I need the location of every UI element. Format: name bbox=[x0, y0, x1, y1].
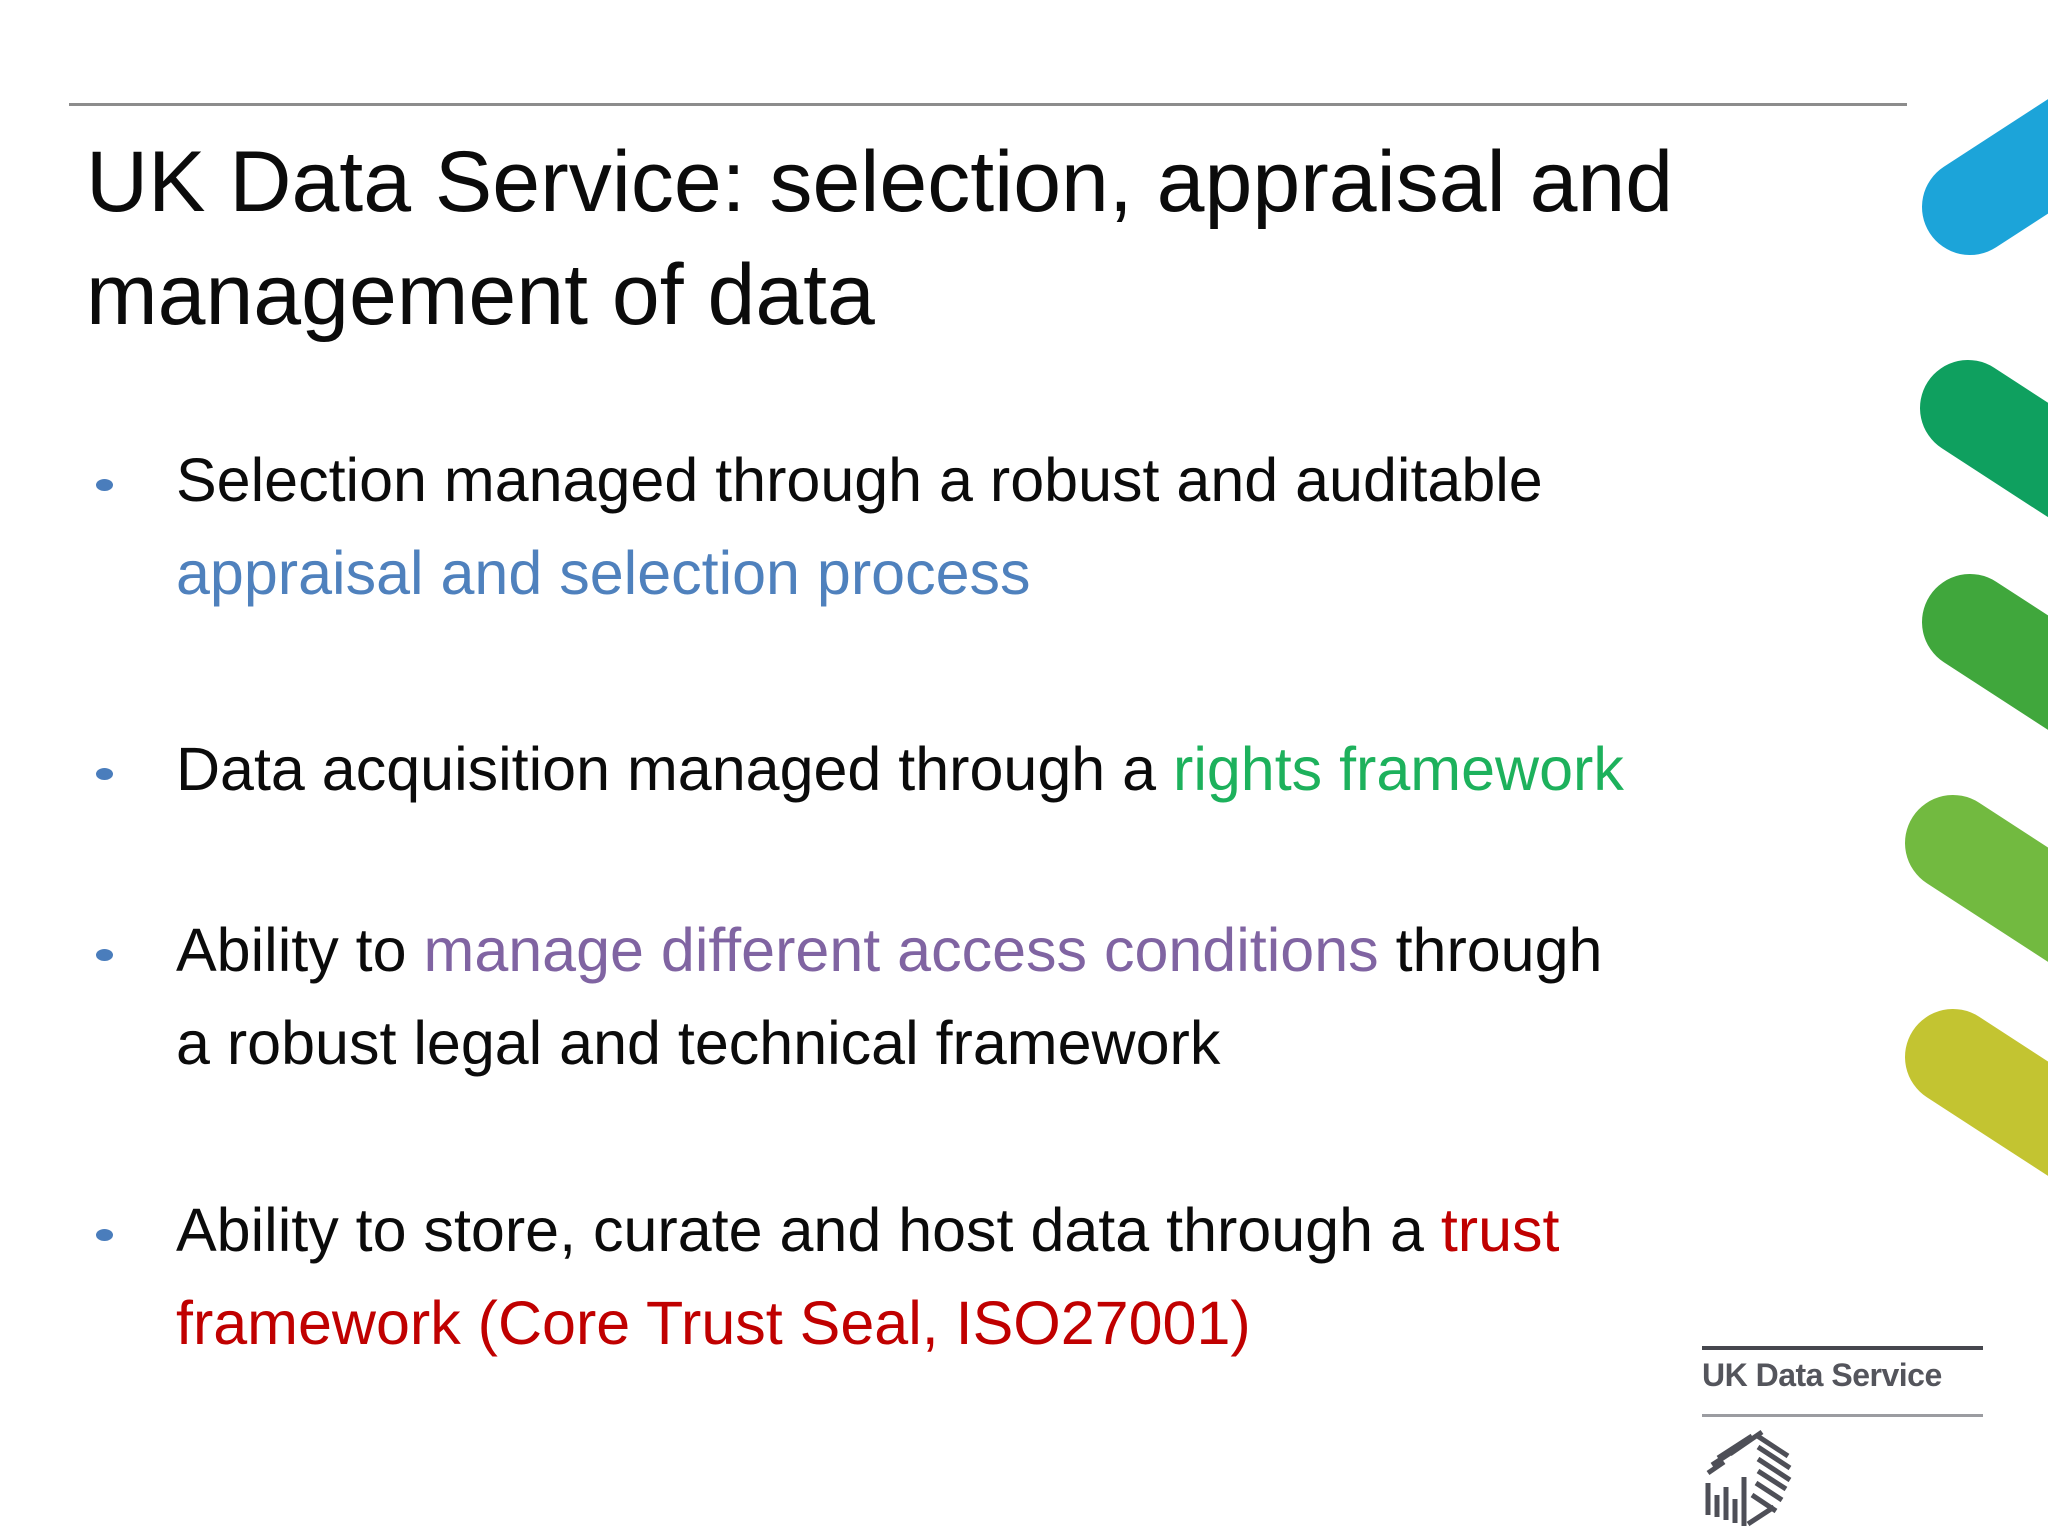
bullet-dot bbox=[96, 768, 113, 780]
bullet-dot bbox=[96, 1229, 113, 1241]
ukds-logo: UK Data Service bbox=[1702, 1346, 1983, 1527]
header-divider-line bbox=[69, 103, 1907, 106]
bullet-dot bbox=[96, 479, 113, 491]
bullet-dot bbox=[96, 949, 113, 961]
bullet-item-1: Selection managed through a robust and a… bbox=[96, 434, 1543, 620]
logo-bottom-line bbox=[1702, 1414, 1983, 1417]
bullet-line: appraisal and selection process bbox=[176, 527, 1543, 620]
bullet-text-segment: trust bbox=[1440, 1196, 1560, 1264]
bullet-line: Ability to store, curate and host data t… bbox=[176, 1184, 1559, 1277]
ukds-cube-icon bbox=[1705, 1429, 1792, 1527]
bullet-text-segment: Ability to store, curate and host data t… bbox=[176, 1196, 1441, 1264]
slide-title-line-2: management of data bbox=[86, 247, 875, 343]
slide-title-line-1: UK Data Service: selection, appraisal an… bbox=[86, 134, 1674, 230]
bullet-item-2: Data acquisition managed through a right… bbox=[96, 723, 1624, 816]
bullet-line: Ability to manage different access condi… bbox=[176, 904, 1602, 997]
bullet-text-segment: appraisal and selection process bbox=[176, 539, 1031, 607]
bullet-text-segment: Selection managed through a robust and a… bbox=[176, 446, 1543, 514]
bullet-text-segment: manage different access conditions bbox=[423, 916, 1379, 984]
bullet-text-segment: through bbox=[1378, 916, 1603, 984]
bullet-line: Data acquisition managed through a right… bbox=[176, 723, 1624, 816]
logo-brand-text: UK Data Service bbox=[1702, 1357, 1942, 1393]
bullet-line: framework (Core Trust Seal, ISO27001) bbox=[176, 1277, 1559, 1370]
bullet-text-segment: Ability to bbox=[176, 916, 424, 984]
bullet-line: Selection managed through a robust and a… bbox=[176, 434, 1543, 527]
bullet-text-segment: framework (Core Trust Seal, ISO27001) bbox=[176, 1289, 1251, 1357]
bullet-item-3: Ability to manage different access condi… bbox=[96, 904, 1602, 1090]
bullet-text-segment: Data acquisition managed through a bbox=[176, 735, 1173, 803]
bullet-line: a robust legal and technical framework bbox=[176, 997, 1602, 1090]
bullet-text-segment: a robust legal and technical framework bbox=[176, 1009, 1221, 1077]
bullet-item-4: Ability to store, curate and host data t… bbox=[96, 1184, 1559, 1370]
bullet-text-segment: rights framework bbox=[1173, 735, 1624, 803]
slide-title: UK Data Service: selection, appraisal an… bbox=[86, 126, 1673, 352]
logo-top-line bbox=[1702, 1346, 1983, 1350]
